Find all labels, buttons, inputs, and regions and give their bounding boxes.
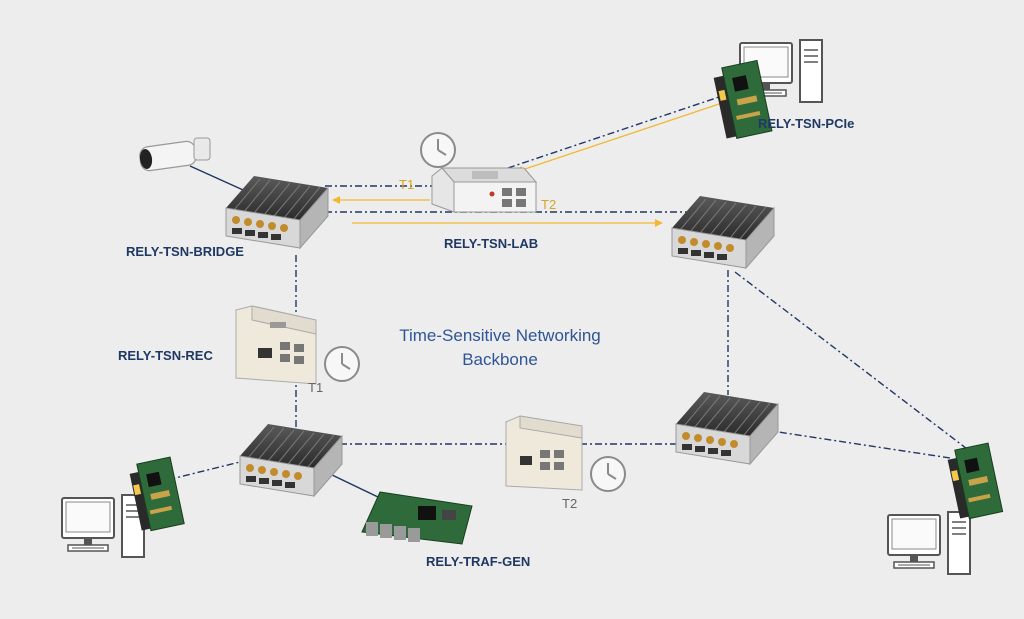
rec-box-device xyxy=(235,305,317,385)
backbone-title-line1: Time-Sensitive Networking xyxy=(399,326,601,345)
link-camera-bridge xyxy=(189,165,253,195)
label-rely-tsn-bridge: RELY-TSN-BRIDGE xyxy=(126,244,244,259)
link-right-bottom-pcie-bottom xyxy=(764,429,951,459)
pcie-card-top-right xyxy=(713,59,773,139)
link-right-top-pcie-bottom xyxy=(734,271,976,456)
backbone-title-line2: Backbone xyxy=(462,350,538,369)
bottom-box-device xyxy=(505,415,583,491)
label-lab-t2: T2 xyxy=(541,197,557,212)
label-rely-tsn-pcie: RELY-TSN-PCIe xyxy=(758,116,855,131)
switch-top-right xyxy=(671,196,775,270)
switch-bottom-left xyxy=(239,424,343,498)
lab-box-device xyxy=(431,167,538,213)
label-rely-tsn-lab: RELY-TSN-LAB xyxy=(444,236,539,251)
label-lab-t1: T1 xyxy=(399,177,415,192)
sync-arrows xyxy=(332,102,723,227)
switch-bottom-right xyxy=(675,392,779,466)
pcie-card-bottom-right xyxy=(947,442,1004,520)
pcie-card-bottom-left xyxy=(129,456,185,532)
link-lab-pcie-top xyxy=(507,95,723,169)
backbone-title: Time-Sensitive Networking Backbone xyxy=(360,324,640,372)
security-camera xyxy=(139,137,211,172)
switch-bridge xyxy=(225,176,329,250)
label-rely-traf-gen: RELY-TRAF-GEN xyxy=(426,554,531,569)
label-bottom-t2: T2 xyxy=(562,496,578,511)
arrow-pcie-to-lab xyxy=(515,102,723,174)
traf-gen-board xyxy=(361,491,473,545)
clock-icon-rec xyxy=(324,346,360,382)
desktop-pc-top-right xyxy=(739,39,823,103)
clock-icon-lab xyxy=(420,132,456,168)
desktop-pc-bottom-left xyxy=(61,494,145,558)
label-rely-tsn-rec: RELY-TSN-REC xyxy=(118,348,213,363)
desktop-pc-bottom-right xyxy=(887,511,971,575)
label-rec-t1: T1 xyxy=(308,380,324,395)
clock-icon-bottom xyxy=(590,456,626,492)
